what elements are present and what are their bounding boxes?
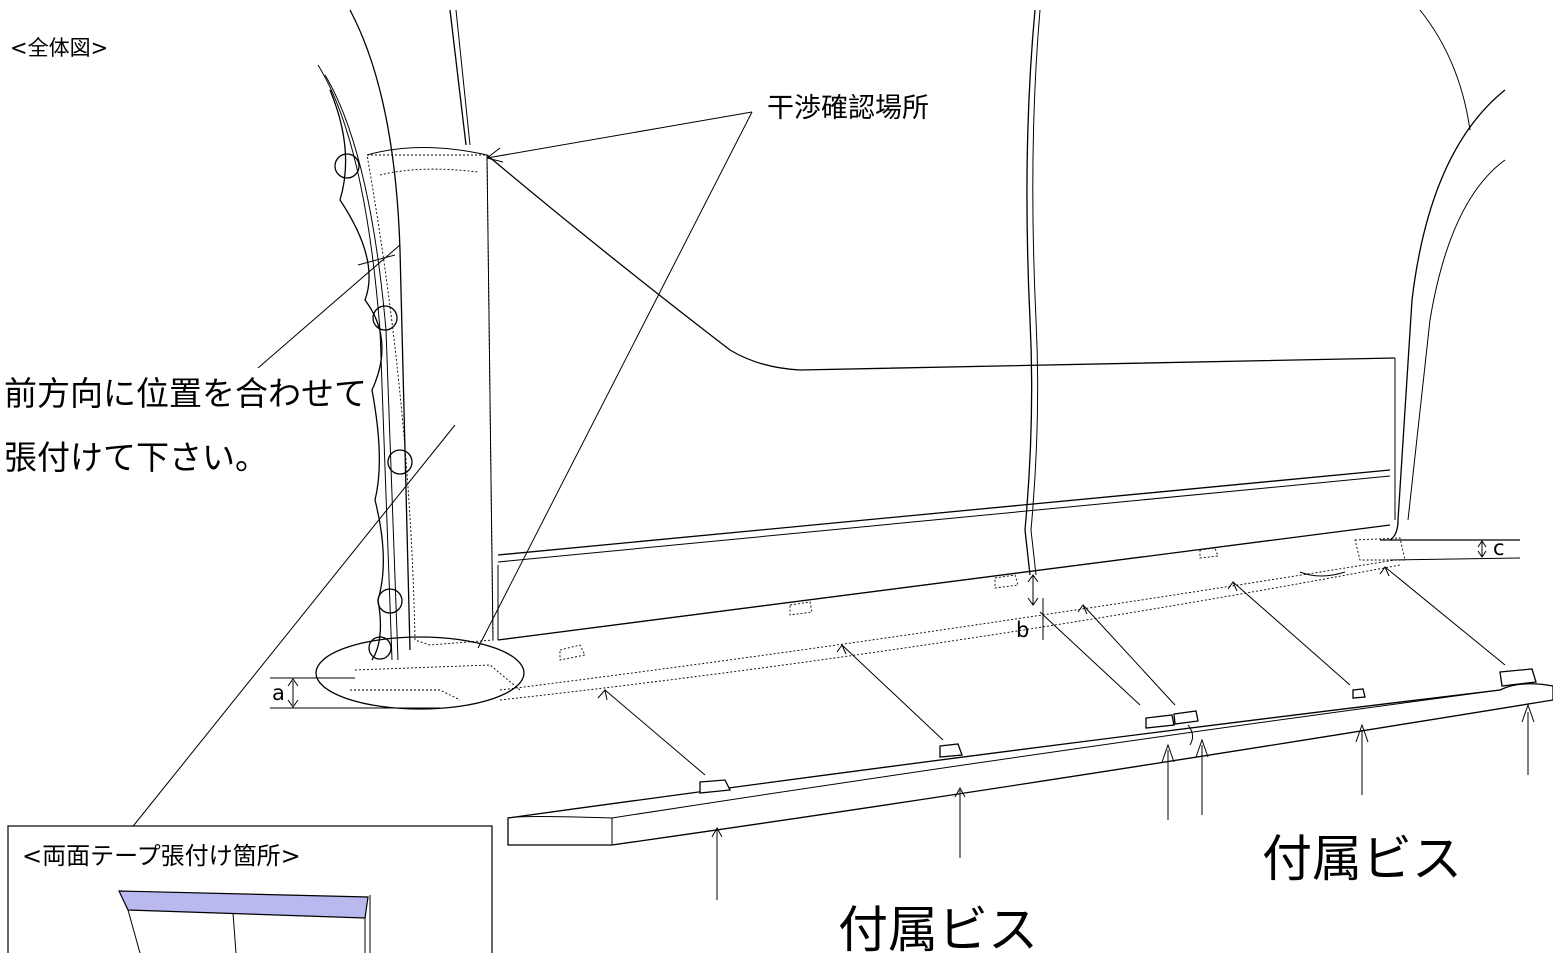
dimension-b-label: b <box>1016 618 1029 642</box>
dimension-c-label: c <box>1493 536 1505 560</box>
arch-hole-2 <box>372 305 398 331</box>
view-title: <全体図> <box>10 36 108 60</box>
dimension-a-label: a <box>272 681 285 705</box>
front-garnish-installed <box>350 147 521 701</box>
front-align-leaders <box>129 244 456 831</box>
skirt-clip-3 <box>1145 714 1175 729</box>
skirt-clip-6 <box>1499 668 1537 687</box>
dimension-a <box>270 677 440 709</box>
skirt-clip-2 <box>939 743 963 758</box>
side-skirt-installed <box>499 537 1406 701</box>
interference-callout: 干渉確認場所 <box>767 93 929 124</box>
inset-title: <両面テープ張付け箇所> <box>22 842 301 870</box>
alignment-arrows <box>597 565 1506 776</box>
dimension-c <box>1477 540 1487 558</box>
fender-edge <box>449 9 471 146</box>
side-skirt-part <box>507 668 1553 846</box>
front-align-text-line2: 張付けて下さい。 <box>4 438 268 477</box>
rear-quarter <box>1380 9 1521 561</box>
dimension-b <box>1027 574 1044 640</box>
skirt-clip-4 <box>1173 710 1199 725</box>
front-wheel-arch <box>317 9 413 661</box>
screw-arrows <box>711 703 1535 900</box>
arch-hole-5 <box>368 636 392 660</box>
front-align-text-line1: 前方向に位置を合わせて <box>4 374 367 413</box>
skirt-clip-1 <box>699 779 732 794</box>
door-outline <box>486 9 1396 641</box>
arch-hole-1 <box>334 153 360 179</box>
interference-leaders <box>477 111 753 649</box>
arch-hole-3 <box>387 449 413 475</box>
screws-label-center: 付属ビス <box>838 901 1038 953</box>
skirt-clip-5 <box>1352 688 1366 699</box>
screws-label-right: 付属ビス <box>1262 830 1462 888</box>
tape-location-inset: <両面テープ張付け箇所> <box>7 825 493 957</box>
front-interference-ellipse <box>315 636 525 710</box>
arch-hole-4 <box>377 588 403 614</box>
